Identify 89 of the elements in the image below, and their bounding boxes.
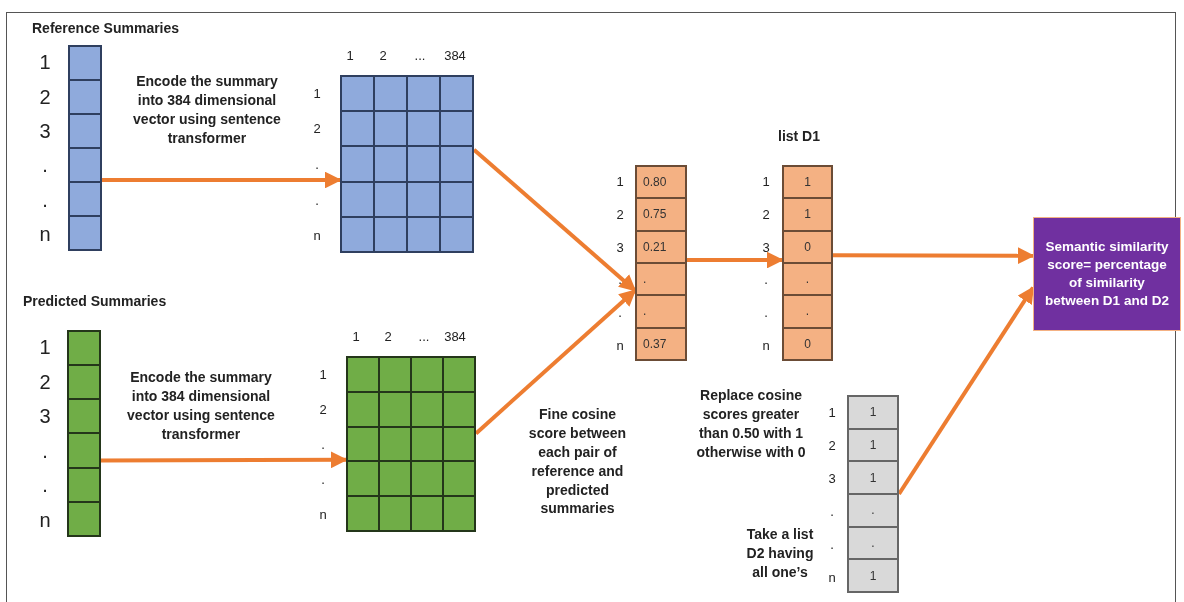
row-index: 2 [616,207,624,221]
cell-value: . [643,304,647,319]
row-index: . [321,437,325,451]
cell-value: 0.80 [643,175,667,190]
column-index: 2 [384,329,392,343]
column-heading: Predicted Summaries [23,293,167,309]
column-heading: Reference Summaries [32,20,180,36]
row-index: . [42,155,48,176]
row-index: 1 [762,174,770,188]
cell-value: 0.75 [643,207,667,222]
cell-value: 0 [804,239,811,254]
row-index: 3 [39,406,51,427]
edge-label: Encode the summary into 384 dimensional vector using sentence transformer [132,72,282,148]
step-note: Take a list D2 having all one’s [745,525,815,582]
cell-value: 1 [869,438,877,452]
arrow [897,286,1035,496]
arrow [474,288,637,435]
cell-value: . [805,304,810,319]
step-note: Replace cosine scores greater than 0.50 with 1 otherwise with 0 [695,386,807,462]
row-index: n [762,338,770,352]
row-index: n [616,338,624,352]
row-index: . [618,305,622,319]
cell-value: 1 [869,405,877,420]
embedding-matrix [346,356,476,532]
column-index: ... [414,48,426,62]
row-index: n [39,509,51,530]
vector-column [635,165,687,361]
column-index: 2 [379,48,387,62]
row-index: 2 [319,402,327,416]
column-index: 384 [444,329,466,343]
arrow [472,148,637,292]
cell-value: 0.37 [643,336,667,351]
cell-value: . [871,535,875,550]
row-index: . [315,193,319,207]
edge-label: Encode the summary into 384 dimensional vector using sentence transformer [126,368,276,444]
row-index: n [319,507,327,521]
vector-column [68,45,102,251]
column-index: 384 [444,48,466,62]
row-index: 1 [39,52,51,73]
cell-value: 1 [804,207,811,222]
row-index: 1 [319,367,327,381]
arrow [833,247,1035,265]
row-index: . [830,537,834,550]
row-index: . [42,440,48,461]
column-index: ... [418,329,430,343]
cell-value: 1 [804,175,811,190]
vector-column [782,165,833,361]
row-index: . [315,157,319,171]
row-index: 3 [39,120,51,141]
row-index: . [42,189,48,210]
cell-value: 0 [804,336,811,351]
row-index: . [618,272,622,286]
row-index: n [39,223,51,244]
vector-column [67,330,101,537]
column-index: 1 [346,48,354,62]
arrow [101,451,348,469]
row-index: 3 [616,240,624,254]
arrow [687,251,784,269]
embedding-matrix [340,75,474,253]
cell-value: 1 [869,568,877,583]
row-index: 1 [616,174,624,188]
row-index: 2 [828,438,836,451]
result-box: Semantic similarity score= percentage of similarity between D1 and D2 [1033,217,1181,331]
row-index: . [764,272,768,286]
column-index: 1 [352,329,360,343]
cell-value: . [805,272,810,287]
row-index: 2 [313,121,321,135]
row-index: . [764,305,768,319]
row-index: . [830,504,834,517]
row-index: 1 [39,337,51,358]
arrow [102,171,342,189]
step-note: Fine cosine score between each pair of reference and predicted summaries [527,405,628,519]
row-index: 3 [828,471,836,484]
row-index: . [321,472,325,486]
cell-value: . [643,272,647,287]
cell-value: 0.21 [643,239,667,254]
row-index: . [42,475,48,496]
row-index: 1 [828,405,836,418]
row-index: 3 [762,240,770,254]
row-index: 2 [39,86,51,107]
row-index: n [828,570,836,583]
row-index: 2 [762,207,770,221]
vector-column [847,395,899,593]
column-heading: list D1 [778,128,820,144]
row-index: 2 [39,371,51,392]
row-index: 1 [313,86,321,100]
row-index: n [313,228,321,242]
cell-value: 1 [869,470,877,485]
cell-value: . [871,503,875,518]
